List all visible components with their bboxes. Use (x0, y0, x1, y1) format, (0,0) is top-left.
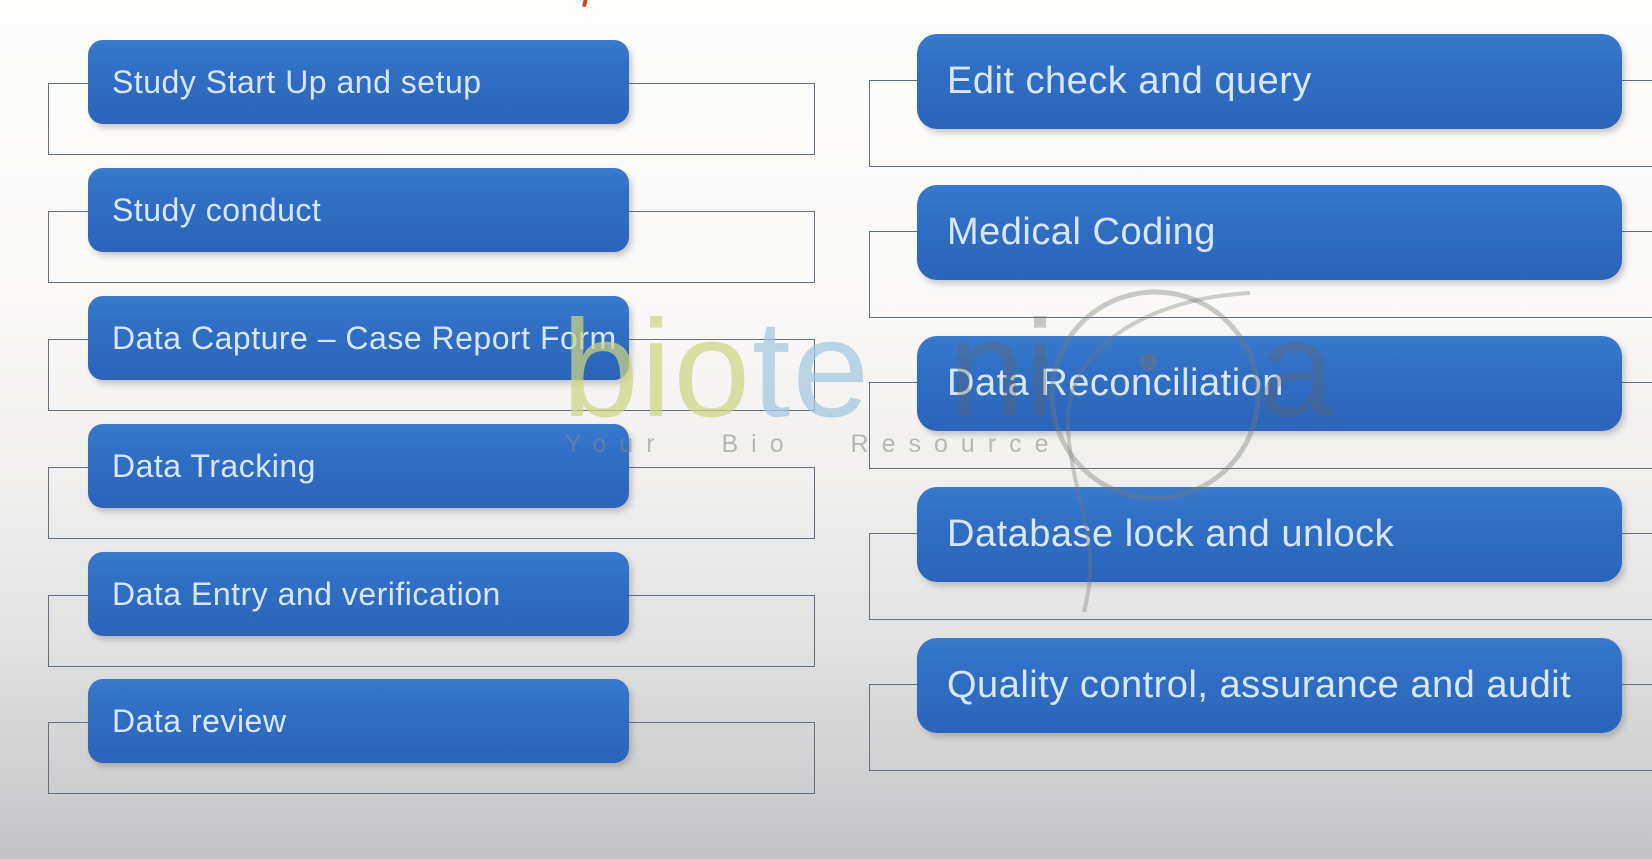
process-box-label: Database lock and unlock (947, 513, 1395, 555)
process-box: Medical Coding (917, 185, 1622, 280)
process-box-label: Edit check and query (947, 60, 1312, 102)
process-box-label: Study conduct (112, 191, 322, 228)
process-box: Data Capture – Case Report Form (88, 296, 629, 380)
process-box-label: Data Reconciliation (947, 362, 1284, 404)
process-box: Data Reconciliation (917, 336, 1622, 431)
process-box: Study conduct (88, 168, 629, 252)
process-box: Data Tracking (88, 424, 629, 508)
process-box-label: Data review (112, 702, 287, 739)
process-box: Data review (88, 679, 629, 763)
process-box: Database lock and unlock (917, 487, 1622, 582)
process-box: Data Entry and verification (88, 552, 629, 636)
process-box-label: Study Start Up and setup (112, 63, 482, 100)
process-box-label: Quality control, assurance and audit (947, 664, 1572, 706)
process-box: Quality control, assurance and audit (917, 638, 1622, 733)
process-box-label: Data Capture – Case Report Form (112, 319, 617, 356)
process-box: Edit check and query (917, 34, 1622, 129)
process-box-label: Data Tracking (112, 447, 316, 484)
process-box-label: Data Entry and verification (112, 575, 501, 612)
process-box: Study Start Up and setup (88, 40, 629, 124)
red-artifact-mark (581, 0, 589, 8)
process-box-label: Medical Coding (947, 211, 1216, 253)
